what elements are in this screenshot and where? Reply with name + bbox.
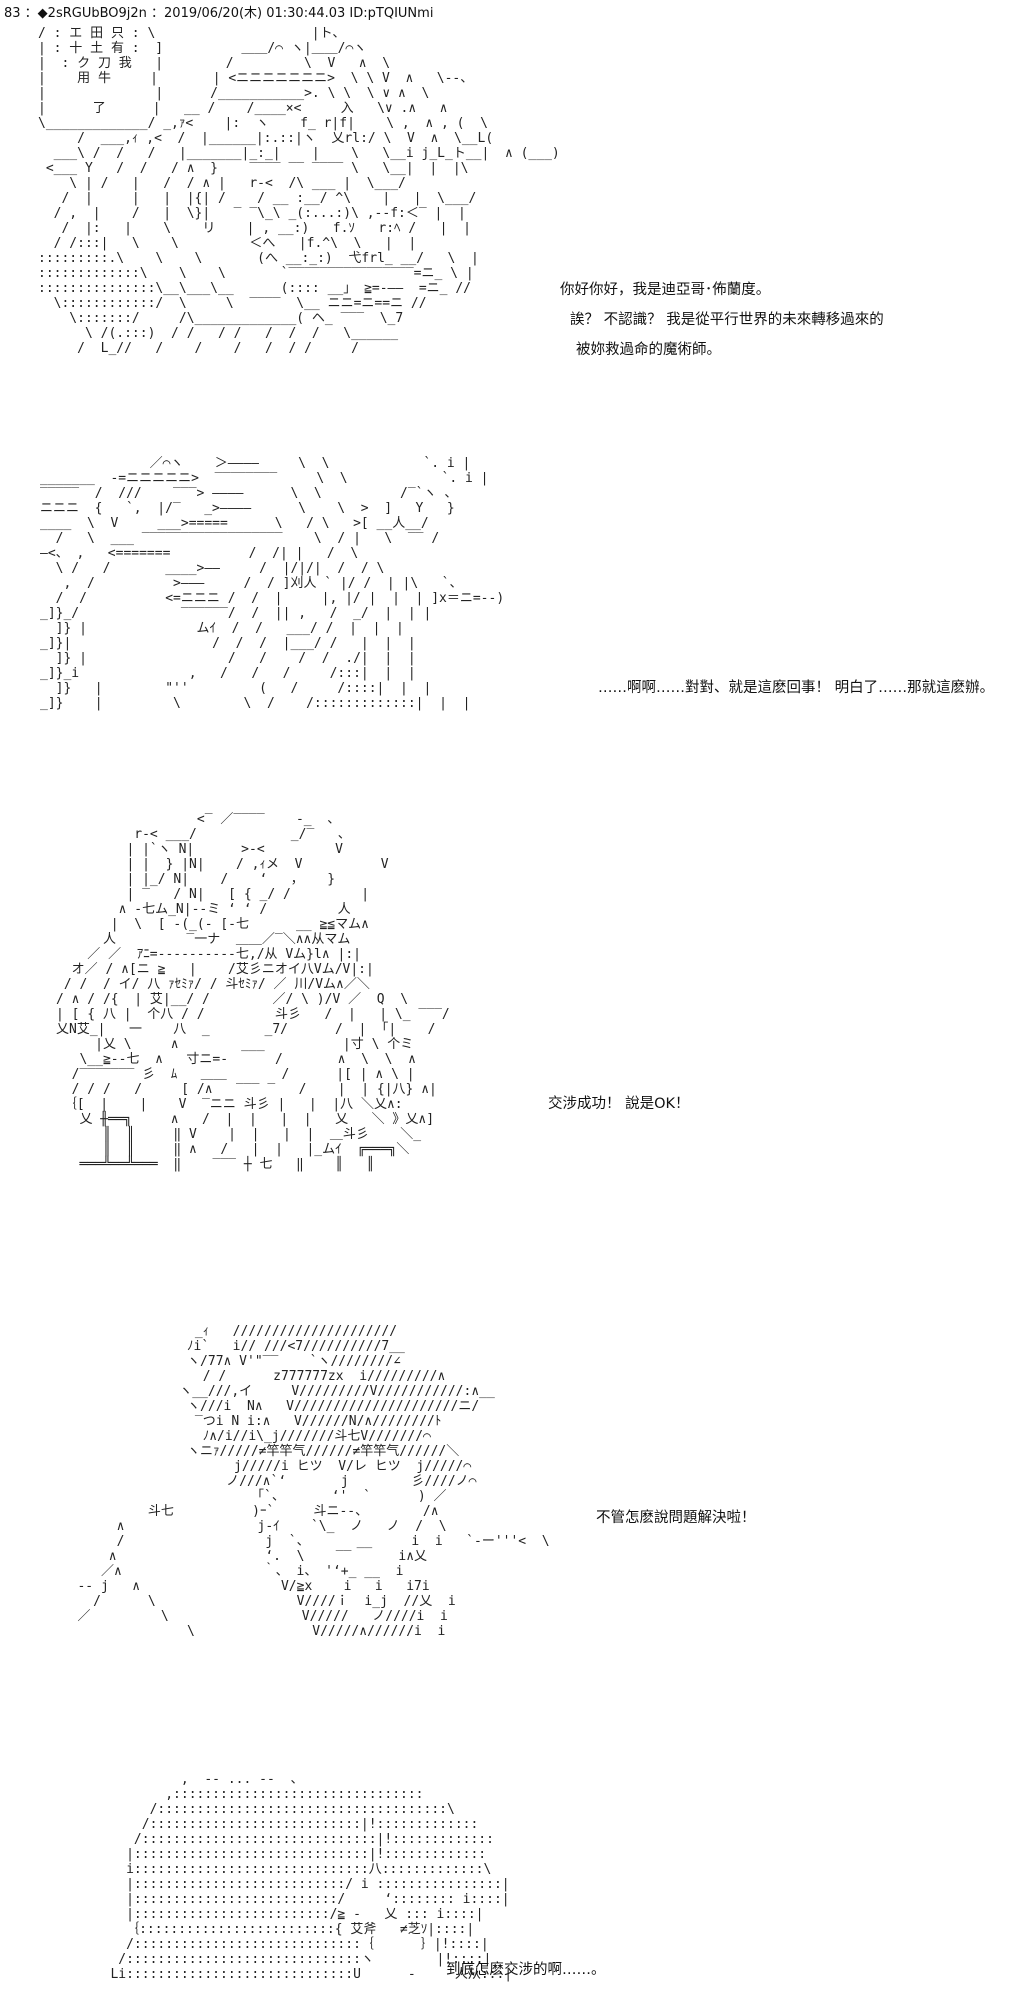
ascii-art-panel-2: ／⌒ヽ ＞———— \ \ `. i | _______ -=ニニニニニ> ‾‾… bbox=[40, 456, 505, 711]
ascii-art-panel-4: _ｨ ///////////////////// ﾉi` i// ///<7//… bbox=[77, 1324, 550, 1639]
dialogue-line: 交涉成功！ 說是OK！ bbox=[548, 1096, 690, 1112]
ascii-art-panel-5: , ‐‐ ... ‐‐ 、 ,:::::::::::::::::::::::::… bbox=[110, 1772, 513, 1982]
ascii-art-panel-3: <‾ ／‾‾‾‾ ‐_ 、 r‐< ___/ _/‾ 、 | |`ヽ N| >‐… bbox=[56, 812, 450, 1172]
dialogue-line: 被妳救過命的魔術師。 bbox=[576, 342, 721, 358]
panel-2: ／⌒ヽ ＞———— \ \ `. i | _______ -=ニニニニニ> ‾‾… bbox=[0, 456, 1030, 786]
panel-4: _ｨ ///////////////////// ﾉi` i// ///<7//… bbox=[0, 1324, 1030, 1726]
panel-5: , ‐‐ ... ‐‐ 、 ,:::::::::::::::::::::::::… bbox=[0, 1772, 1030, 2000]
dialogue-line: 你好你好，我是迪亞哥･佈蘭度。 bbox=[560, 282, 771, 298]
dialogue-panel-4: 不管怎麽說問題解決啦！ bbox=[596, 1508, 756, 1528]
ascii-art-panel-1: / : エ 田 只 : \ |ト、 | : 十 土 有 : ] ＿＿/⌒ ヽ|＿… bbox=[38, 26, 560, 356]
dialogue-line: ……啊啊……對對、就是這麽回事！ 明白了……那就這麽辦。 bbox=[598, 680, 995, 696]
dialogue-panel-1: 你好你好，我是迪亞哥･佈蘭度。 誒？ 不認識？ 我是從平行世界的未來轉移過來的 … bbox=[560, 280, 884, 360]
dialogue-line: 誒？ 不認識？ 我是從平行世界的未來轉移過來的 bbox=[570, 312, 884, 328]
dialogue-panel-2: ……啊啊……對對、就是這麽回事！ 明白了……那就這麽辦。 bbox=[598, 678, 994, 698]
post-header: 83 ：◆2sRGUbBO9j2n ：2019/06/20(木) 01:30:4… bbox=[4, 6, 434, 21]
dialogue-panel-5: 到底怎麽交涉的啊……。 bbox=[446, 1960, 606, 1980]
dialogue-line: 到底怎麽交涉的啊……。 bbox=[446, 1962, 606, 1978]
panel-1: / : エ 田 只 : \ |ト、 | : 十 土 有 : ] ＿＿/⌒ ヽ|＿… bbox=[0, 22, 1030, 414]
dialogue-panel-3: 交涉成功！ 說是OK！ bbox=[548, 1094, 690, 1114]
dialogue-line: 不管怎麽說問題解決啦！ bbox=[596, 1510, 756, 1526]
panel-3: <‾ ／‾‾‾‾ ‐_ 、 r‐< ___/ _/‾ 、 | |`ヽ N| >‐… bbox=[0, 812, 1030, 1282]
